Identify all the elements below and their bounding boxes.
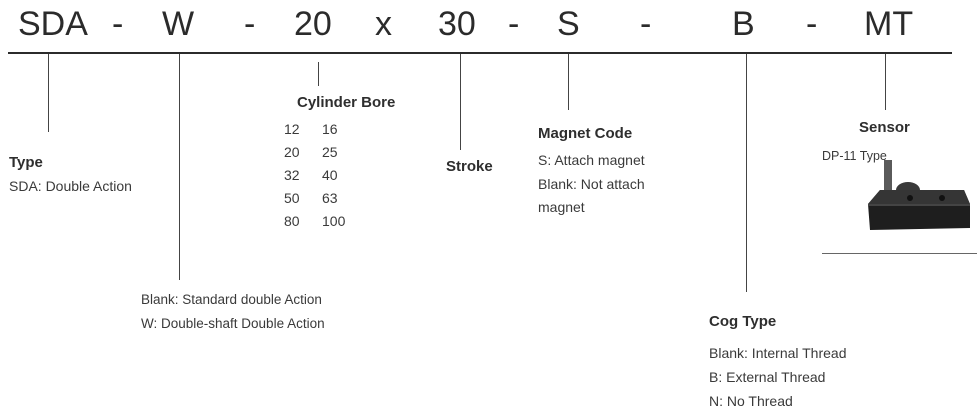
- code-magnet: S: [557, 5, 580, 43]
- sensor-heading: Sensor: [859, 119, 910, 136]
- bore-value: 80: [284, 213, 300, 229]
- bore-value: 63: [322, 190, 338, 206]
- bore-heading: Cylinder Bore: [297, 94, 396, 111]
- model-code-bar: SDA - W - 20 x 30 - S - B - MT: [0, 0, 980, 58]
- bore-value: 50: [284, 190, 300, 206]
- code-shaft: W: [162, 5, 195, 43]
- bore-row: 20 25: [284, 141, 362, 164]
- code-sensor: MT: [864, 5, 914, 43]
- code-dash-1: -: [112, 5, 124, 43]
- magnet-option-blank-cont: magnet: [538, 199, 585, 215]
- code-underline: [8, 52, 952, 54]
- sensor-divider: [822, 253, 977, 254]
- cog-option-blank: Blank: Internal Thread: [709, 345, 847, 361]
- shaft-option-blank: Blank: Standard double Action: [141, 292, 322, 307]
- code-cog: B: [732, 5, 755, 43]
- magnet-connector: [568, 54, 569, 110]
- type-desc: SDA: Double Action: [9, 178, 132, 194]
- type-heading: Type: [9, 154, 43, 171]
- bore-value: 100: [322, 213, 346, 229]
- shaft-option-w: W: Double-shaft Double Action: [141, 316, 325, 331]
- bore-row: 32 40: [284, 164, 362, 187]
- cog-option-b: B: External Thread: [709, 369, 826, 385]
- code-times: x: [375, 5, 392, 43]
- sensor-device-image: [868, 160, 970, 230]
- cog-connector: [746, 54, 747, 292]
- sensor-connector: [885, 54, 886, 110]
- magnet-option-s: S: Attach magnet: [538, 152, 645, 168]
- magnet-heading: Magnet Code: [538, 125, 633, 142]
- bore-row: 80 100: [284, 210, 362, 233]
- bore-value: 32: [284, 167, 300, 183]
- code-stroke: 30: [438, 5, 476, 43]
- bore-value: 20: [284, 144, 300, 160]
- stroke-connector: [460, 54, 461, 150]
- bore-size-table: 12 16 20 25 32 40 50 63 80 100: [284, 118, 362, 233]
- bore-value: 12: [284, 121, 300, 137]
- type-connector: [48, 54, 49, 132]
- cog-option-n: N: No Thread: [709, 393, 793, 409]
- shaft-connector: [179, 54, 180, 280]
- cog-heading: Cog Type: [709, 313, 777, 330]
- bore-value: 16: [322, 121, 338, 137]
- code-dash-5: -: [806, 5, 818, 43]
- code-bore: 20: [294, 5, 332, 43]
- bore-row: 50 63: [284, 187, 362, 210]
- stroke-heading: Stroke: [446, 158, 493, 175]
- bore-value: 25: [322, 144, 338, 160]
- code-series: SDA: [18, 5, 88, 43]
- sensor-type: DP-11 Type: [822, 149, 887, 163]
- bore-value: 40: [322, 167, 338, 183]
- magnet-option-blank: Blank: Not attach: [538, 176, 645, 192]
- bore-connector: [318, 62, 319, 86]
- bore-row: 12 16: [284, 118, 362, 141]
- code-dash-4: -: [640, 5, 652, 43]
- code-dash-2: -: [244, 5, 256, 43]
- code-dash-3: -: [508, 5, 520, 43]
